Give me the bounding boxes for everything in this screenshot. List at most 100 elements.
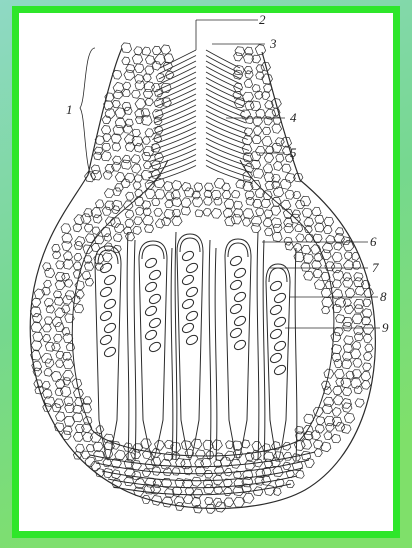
wall-cell — [204, 197, 213, 206]
wall-cell — [76, 291, 84, 299]
wall-cell — [64, 416, 75, 426]
wall-cell — [134, 217, 143, 225]
wall-cell — [331, 332, 341, 342]
wall-cell — [132, 129, 140, 137]
labels: 1 2 3 4 5 6 7 8 9 — [66, 12, 389, 335]
ascospore — [185, 334, 199, 347]
wall-cell — [313, 269, 322, 278]
periphysis — [156, 83, 196, 101]
wall-cell — [95, 147, 103, 154]
wall-cell — [225, 216, 235, 226]
ascospore — [99, 286, 113, 299]
paraphysis — [171, 248, 173, 460]
wall-cell — [335, 369, 345, 378]
wall-cell — [325, 281, 333, 289]
wall-cell — [84, 224, 93, 232]
wall-cell — [274, 162, 283, 171]
wall-cell — [222, 183, 230, 191]
wall-cell — [82, 423, 92, 433]
wall-cell — [122, 155, 130, 163]
ascospore — [273, 292, 287, 305]
wall-cell — [30, 307, 41, 317]
wall-cell — [341, 425, 351, 434]
wall-cell — [113, 234, 122, 242]
ascus-inner-wall — [228, 243, 248, 257]
wall-cell — [352, 252, 360, 260]
wall-cell — [143, 215, 154, 225]
wall-cell — [152, 198, 160, 206]
wall-cell — [135, 81, 145, 90]
wall-cell — [315, 223, 325, 232]
wall-cell — [332, 408, 341, 417]
label-3: 3 — [269, 36, 277, 51]
ascospore — [273, 364, 287, 377]
wall-cell — [334, 327, 343, 335]
wall-cell — [301, 263, 310, 272]
wall-cell — [343, 344, 352, 353]
wall-cell — [123, 201, 133, 210]
wall-cell — [355, 399, 364, 408]
wall-cell — [101, 227, 111, 237]
ascospore — [233, 339, 247, 352]
wall-cell — [104, 234, 112, 242]
wall-cell — [102, 207, 111, 215]
wall-cell — [66, 343, 75, 351]
wall-cell — [261, 199, 271, 208]
wall-cell — [203, 440, 213, 450]
wall-cell — [344, 336, 354, 345]
wall-cell — [284, 224, 294, 233]
wall-cell — [125, 210, 134, 218]
label-6: 6 — [370, 234, 377, 249]
wall-cell — [133, 182, 141, 190]
wall-cell — [271, 206, 281, 215]
wall-cell — [112, 200, 123, 210]
label-9: 9 — [382, 320, 389, 335]
wall-cell — [224, 199, 234, 208]
wall-cell — [155, 54, 166, 65]
wall-cell — [324, 217, 334, 226]
ascospore — [103, 346, 117, 359]
wall-cell — [135, 98, 146, 109]
ascospore — [269, 328, 283, 341]
wall-cell — [142, 137, 150, 145]
wall-cell — [332, 252, 342, 262]
wall-cell — [332, 353, 341, 362]
wall-cell — [61, 224, 71, 234]
ascospore — [103, 274, 117, 287]
wall-cell — [101, 126, 111, 135]
wall-cell — [181, 198, 191, 208]
wall-cell — [191, 439, 202, 449]
wall-cell — [134, 143, 143, 152]
wall-cell — [343, 388, 352, 396]
wall-cell — [245, 71, 253, 79]
label-8: 8 — [380, 289, 387, 304]
wall-cell — [135, 75, 144, 84]
paraphysis — [209, 240, 211, 460]
wall-cell — [124, 70, 135, 80]
bracket-1 — [80, 48, 95, 180]
wall-cell — [145, 189, 155, 199]
wall-cell — [314, 280, 325, 290]
wall-cell — [74, 253, 82, 261]
wall-cell — [155, 189, 165, 199]
wall-cell — [152, 62, 161, 71]
ascospore — [185, 262, 199, 275]
wall-cell — [65, 280, 73, 288]
wall-cell — [343, 322, 352, 331]
wall-cell — [112, 101, 120, 108]
ascospore — [229, 279, 243, 292]
wall-cell — [122, 57, 130, 65]
ascospore — [181, 298, 195, 311]
wall-cell — [143, 74, 151, 82]
wall-cell — [233, 497, 244, 507]
wall-cell — [115, 450, 126, 460]
wall-cell — [93, 215, 102, 223]
ascus — [139, 241, 167, 460]
wall-cell — [244, 128, 252, 136]
wall-cell — [31, 341, 42, 351]
wall-cell — [361, 380, 370, 389]
wall-cell — [56, 360, 64, 368]
wall-cell — [122, 102, 131, 111]
wall-cell — [365, 344, 373, 352]
